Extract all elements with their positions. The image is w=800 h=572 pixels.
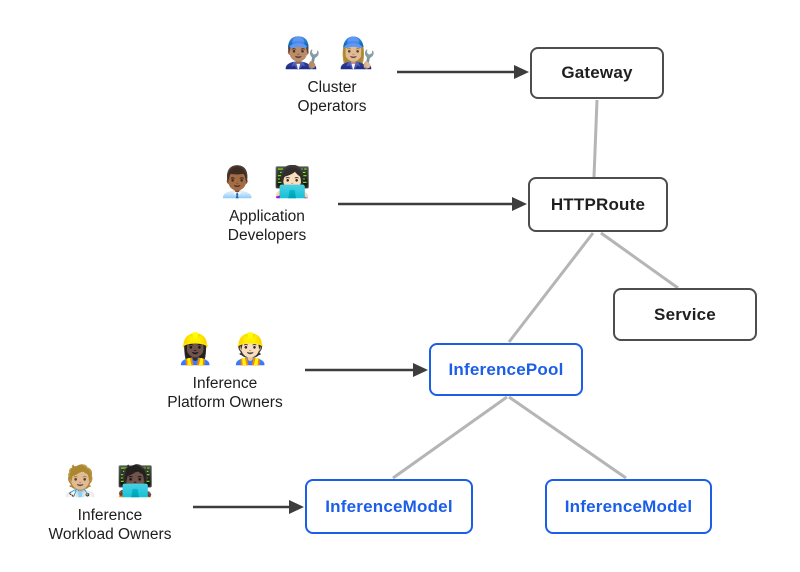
node-inferencemodel-2: InferenceModel bbox=[545, 479, 712, 534]
arrowhead-icon bbox=[413, 363, 428, 377]
persona-label-line1: Inference bbox=[77, 507, 143, 524]
persona-label-line1: Inference bbox=[192, 375, 258, 392]
node-inferencemodel-1: InferenceModel bbox=[305, 479, 473, 534]
node-gateway: Gateway bbox=[530, 47, 664, 99]
persona-label-line1: Application bbox=[229, 208, 305, 225]
node-inferencemodel-2-label: InferenceModel bbox=[564, 496, 693, 516]
connector-httproute-service bbox=[600, 231, 679, 290]
connector-inferencepool-inferencemodel-1 bbox=[392, 395, 508, 480]
persona-application-developers: 👨🏾‍💼 👩🏻‍💻 Application Developers bbox=[157, 162, 377, 245]
connector-gateway-httproute bbox=[592, 99, 599, 178]
arrow-cluster-operators-to-gateway bbox=[397, 65, 529, 79]
persona-label-line2: Developers bbox=[227, 227, 307, 244]
arrow-inference-workload-owners-to-inferencemodel bbox=[193, 500, 304, 514]
persona-cluster-operators: 👨🏽‍🔧 👩🏼‍🔧 Cluster Operators bbox=[222, 33, 442, 116]
node-httproute-label: HTTPRoute bbox=[550, 194, 646, 214]
connector-httproute-inferencepool bbox=[507, 232, 595, 343]
mechanic-emoji-pair-icon: 👨🏽‍🔧 👩🏼‍🔧 bbox=[283, 36, 381, 71]
connector-inferencepool-inferencemodel-2 bbox=[508, 395, 627, 480]
persona-inference-platform-owners: 👷🏿‍♀️ 👷🏻 Inference Platform Owners bbox=[115, 329, 335, 412]
node-service-label: Service bbox=[654, 304, 716, 324]
persona-label-line1: Cluster bbox=[307, 79, 357, 96]
persona-label-line2: Operators bbox=[297, 98, 367, 115]
node-inferencepool: InferencePool bbox=[429, 343, 583, 396]
arrow-application-developers-to-httproute bbox=[338, 197, 527, 211]
arrow-inference-platform-owners-to-inferencepool bbox=[305, 363, 428, 377]
node-service: Service bbox=[613, 288, 757, 341]
node-inferencepool-label: InferencePool bbox=[448, 359, 564, 379]
arrowhead-icon bbox=[289, 500, 304, 514]
construction-worker-emoji-pair-icon: 👷🏿‍♀️ 👷🏻 bbox=[176, 332, 274, 367]
developer-emoji-pair-icon: 👨🏾‍💼 👩🏻‍💻 bbox=[218, 165, 316, 200]
node-gateway-label: Gateway bbox=[561, 63, 633, 82]
node-inferencemodel-1-label: InferenceModel bbox=[325, 496, 453, 516]
node-httproute: HTTPRoute bbox=[528, 177, 668, 232]
persona-inference-workload-owners: 🧑🏼‍⚕️ 🧑🏿‍💻 Inference Workload Owners bbox=[0, 461, 220, 544]
arrowhead-icon bbox=[514, 65, 529, 79]
persona-label-line2: Platform Owners bbox=[167, 394, 283, 411]
persona-label-line2: Workload Owners bbox=[48, 526, 172, 543]
worker-technologist-emoji-pair-icon: 🧑🏼‍⚕️ 🧑🏿‍💻 bbox=[61, 464, 159, 499]
arrowhead-icon bbox=[512, 197, 527, 211]
